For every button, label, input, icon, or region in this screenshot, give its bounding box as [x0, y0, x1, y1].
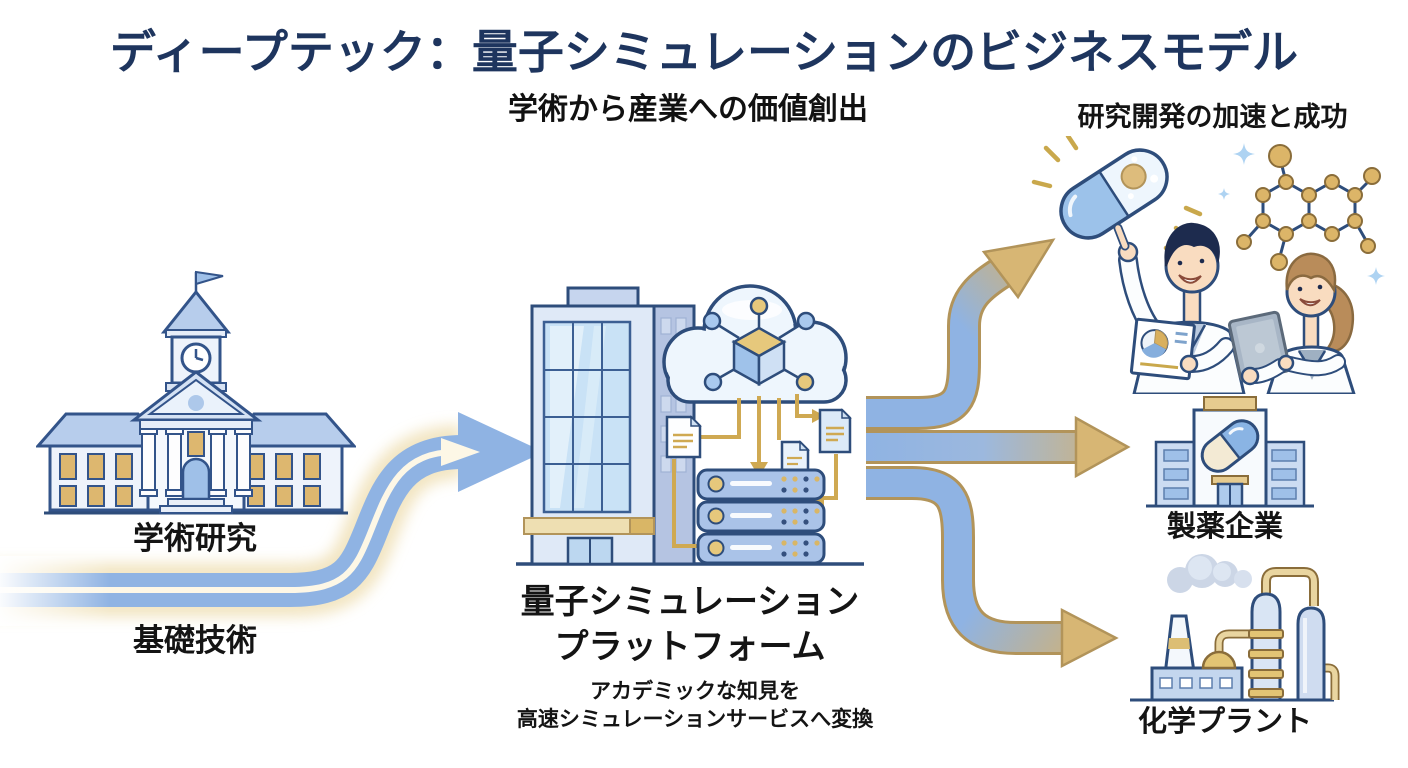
quantum-network-icon	[702, 296, 816, 392]
label-academic-research: 学術研究	[133, 521, 257, 557]
chemical-plant-icon	[1130, 554, 1340, 702]
rd-success-illustration	[1031, 136, 1385, 394]
page-subtitle: 学術から産業への価値創出	[508, 92, 868, 127]
flow-arrow-platform-to-pharma	[866, 415, 1131, 479]
label-platform-line1: 量子シミュレーション	[520, 582, 860, 622]
label-platform-line2: プラットフォーム	[554, 627, 826, 667]
label-pharma-company: 製薬企業	[1166, 509, 1283, 543]
page-title: ディープテック：量子シミュレーションのビジネスモデル	[109, 25, 1299, 79]
label-platform-caption-line1: アカデミックな知見を	[590, 679, 800, 703]
document-icon	[665, 415, 702, 459]
scientist-female	[1227, 252, 1356, 394]
label-platform-caption-line2: 高速シミュレーションサービスへ変換	[516, 707, 874, 731]
document-icon	[818, 408, 852, 454]
university-icon	[36, 270, 356, 515]
capsule-logo-icon	[1200, 419, 1260, 473]
label-rd-success: 研究開発の加速と成功	[1077, 102, 1348, 133]
office-tower-main	[523, 286, 656, 566]
flow-arrow-platform-to-rd	[866, 238, 1056, 430]
label-chemical-plant: 化学プラント	[1137, 704, 1312, 738]
scientist-male	[1113, 222, 1246, 394]
smoke-icon	[1167, 554, 1252, 593]
pharma-company-icon	[1146, 396, 1314, 508]
flow-arrow-platform-to-chemical	[866, 466, 1119, 669]
data-flow-lines	[672, 394, 838, 548]
quantum-platform-icon	[516, 284, 864, 566]
label-basic-technology: 基礎技術	[133, 623, 257, 659]
document-icon	[780, 440, 810, 478]
molecule-icon	[1236, 144, 1381, 271]
report-board-icon	[1129, 317, 1196, 381]
flow-arrow-academic-to-platform	[0, 412, 544, 626]
server-rack-icon	[696, 468, 826, 565]
pill-icon	[1059, 148, 1169, 240]
sparkle-icon	[1218, 143, 1385, 285]
